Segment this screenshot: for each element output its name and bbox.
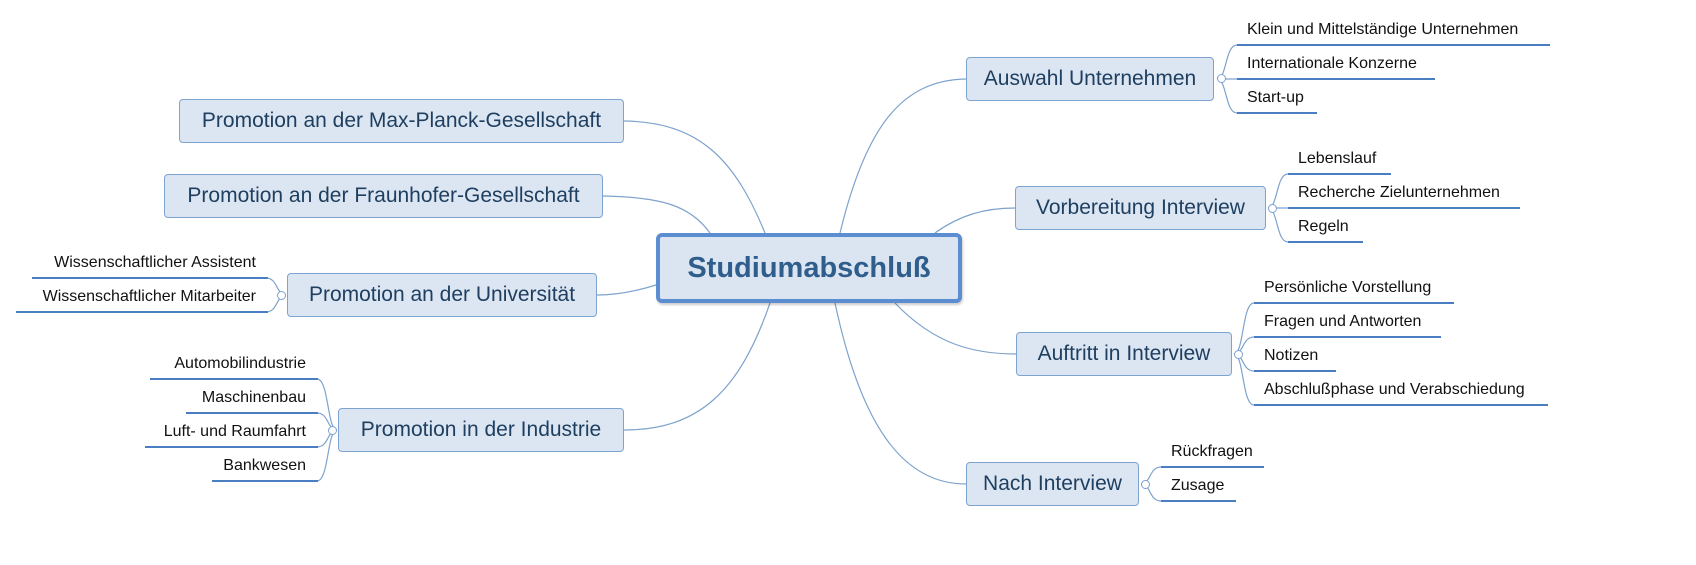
topic-label: Auswahl Unternehmen bbox=[983, 67, 1197, 90]
topic-promotion-industrie[interactable]: Promotion in der Industrie bbox=[338, 408, 624, 452]
topic-label: Vorbereitung Interview bbox=[1036, 196, 1245, 219]
topic-label: Promotion in der Industrie bbox=[360, 418, 602, 441]
topic-label: Promotion an der Max-Planck-Gesellschaft bbox=[201, 109, 602, 132]
collapse-toggle-auswahl[interactable] bbox=[1217, 74, 1226, 83]
collapse-toggle-nach[interactable] bbox=[1141, 480, 1150, 489]
link-central-universitaet bbox=[596, 284, 657, 296]
topic-label: Nach Interview bbox=[983, 472, 1122, 495]
topic-auftritt-in-interview[interactable]: Auftritt in Interview bbox=[1016, 332, 1232, 376]
bracket-vorbereitung-2 bbox=[1267, 207, 1289, 243]
subtopic-persoenliche-vorstellung[interactable]: Persönliche Vorstellung bbox=[1254, 276, 1454, 304]
bracket-auftritt-3 bbox=[1233, 353, 1255, 406]
link-central-auswahl bbox=[839, 78, 967, 234]
bracket-vorbereitung-0 bbox=[1267, 173, 1289, 209]
subtopic-bankwesen[interactable]: Bankwesen bbox=[212, 454, 318, 482]
topic-label: Promotion an der Universität bbox=[308, 283, 576, 306]
collapse-toggle-auftritt[interactable] bbox=[1234, 350, 1243, 359]
link-central-auftritt bbox=[894, 302, 1017, 355]
topic-promotion-fraunhofer[interactable]: Promotion an der Fraunhofer-Gesellschaft bbox=[164, 174, 603, 218]
subtopic-fragen-und-antworten[interactable]: Fragen und Antworten bbox=[1254, 310, 1441, 338]
link-central-industrie bbox=[623, 302, 771, 431]
subtopic-notizen[interactable]: Notizen bbox=[1254, 344, 1336, 372]
link-central-max-planck bbox=[623, 120, 766, 234]
subtopic-lebenslauf[interactable]: Lebenslauf bbox=[1288, 147, 1391, 175]
topic-auswahl-unternehmen[interactable]: Auswahl Unternehmen bbox=[966, 57, 1214, 101]
collapse-toggle-universitaet[interactable] bbox=[277, 291, 286, 300]
subtopic-recherche-zielunternehmen[interactable]: Recherche Zielunternehmen bbox=[1288, 181, 1520, 209]
topic-vorbereitung-interview[interactable]: Vorbereitung Interview bbox=[1015, 186, 1266, 230]
subtopic-automobilindustrie[interactable]: Automobilindustrie bbox=[150, 352, 318, 380]
collapse-toggle-vorbereitung[interactable] bbox=[1268, 204, 1277, 213]
subtopic-luft-und-raumfahrt[interactable]: Luft- und Raumfahrt bbox=[145, 420, 318, 448]
subtopic-rueckfragen[interactable]: Rückfragen bbox=[1161, 440, 1264, 468]
subtopic-internationale-konzerne[interactable]: Internationale Konzerne bbox=[1237, 52, 1435, 80]
topic-promotion-max-planck[interactable]: Promotion an der Max-Planck-Gesellschaft bbox=[179, 99, 624, 143]
link-central-nach bbox=[834, 302, 967, 485]
topic-nach-interview[interactable]: Nach Interview bbox=[966, 462, 1139, 506]
subtopic-start-up[interactable]: Start-up bbox=[1237, 86, 1317, 114]
central-topic-label: Studiumabschluß bbox=[687, 251, 931, 284]
subtopic-wiss-mitarbeiter[interactable]: Wissenschaftlicher Mitarbeiter bbox=[16, 285, 268, 313]
subtopic-wiss-assistent[interactable]: Wissenschaftlicher Assistent bbox=[32, 251, 268, 279]
subtopic-maschinenbau[interactable]: Maschinenbau bbox=[186, 386, 318, 414]
central-topic[interactable]: Studiumabschluß bbox=[656, 233, 962, 303]
topic-label: Promotion an der Fraunhofer-Gesellschaft bbox=[187, 184, 580, 207]
subtopic-klein-mittelstaendige[interactable]: Klein und Mittelständige Unternehmen bbox=[1237, 18, 1550, 46]
bracket-auswahl-2 bbox=[1216, 78, 1238, 114]
bracket-industrie-3 bbox=[316, 429, 338, 482]
bracket-industrie-0 bbox=[316, 378, 338, 431]
subtopic-zusage[interactable]: Zusage bbox=[1161, 474, 1236, 502]
topic-label: Auftritt in Interview bbox=[1037, 342, 1211, 365]
link-central-vorbereitung bbox=[934, 207, 1016, 234]
collapse-toggle-industrie[interactable] bbox=[328, 426, 337, 435]
link-central-fraunhofer bbox=[602, 195, 711, 234]
topic-promotion-universitaet[interactable]: Promotion an der Universität bbox=[287, 273, 597, 317]
subtopic-abschlussphase[interactable]: Abschlußphase und Verabschiedung bbox=[1254, 378, 1548, 406]
bracket-auftritt-0 bbox=[1233, 302, 1255, 355]
subtopic-regeln[interactable]: Regeln bbox=[1288, 215, 1363, 243]
